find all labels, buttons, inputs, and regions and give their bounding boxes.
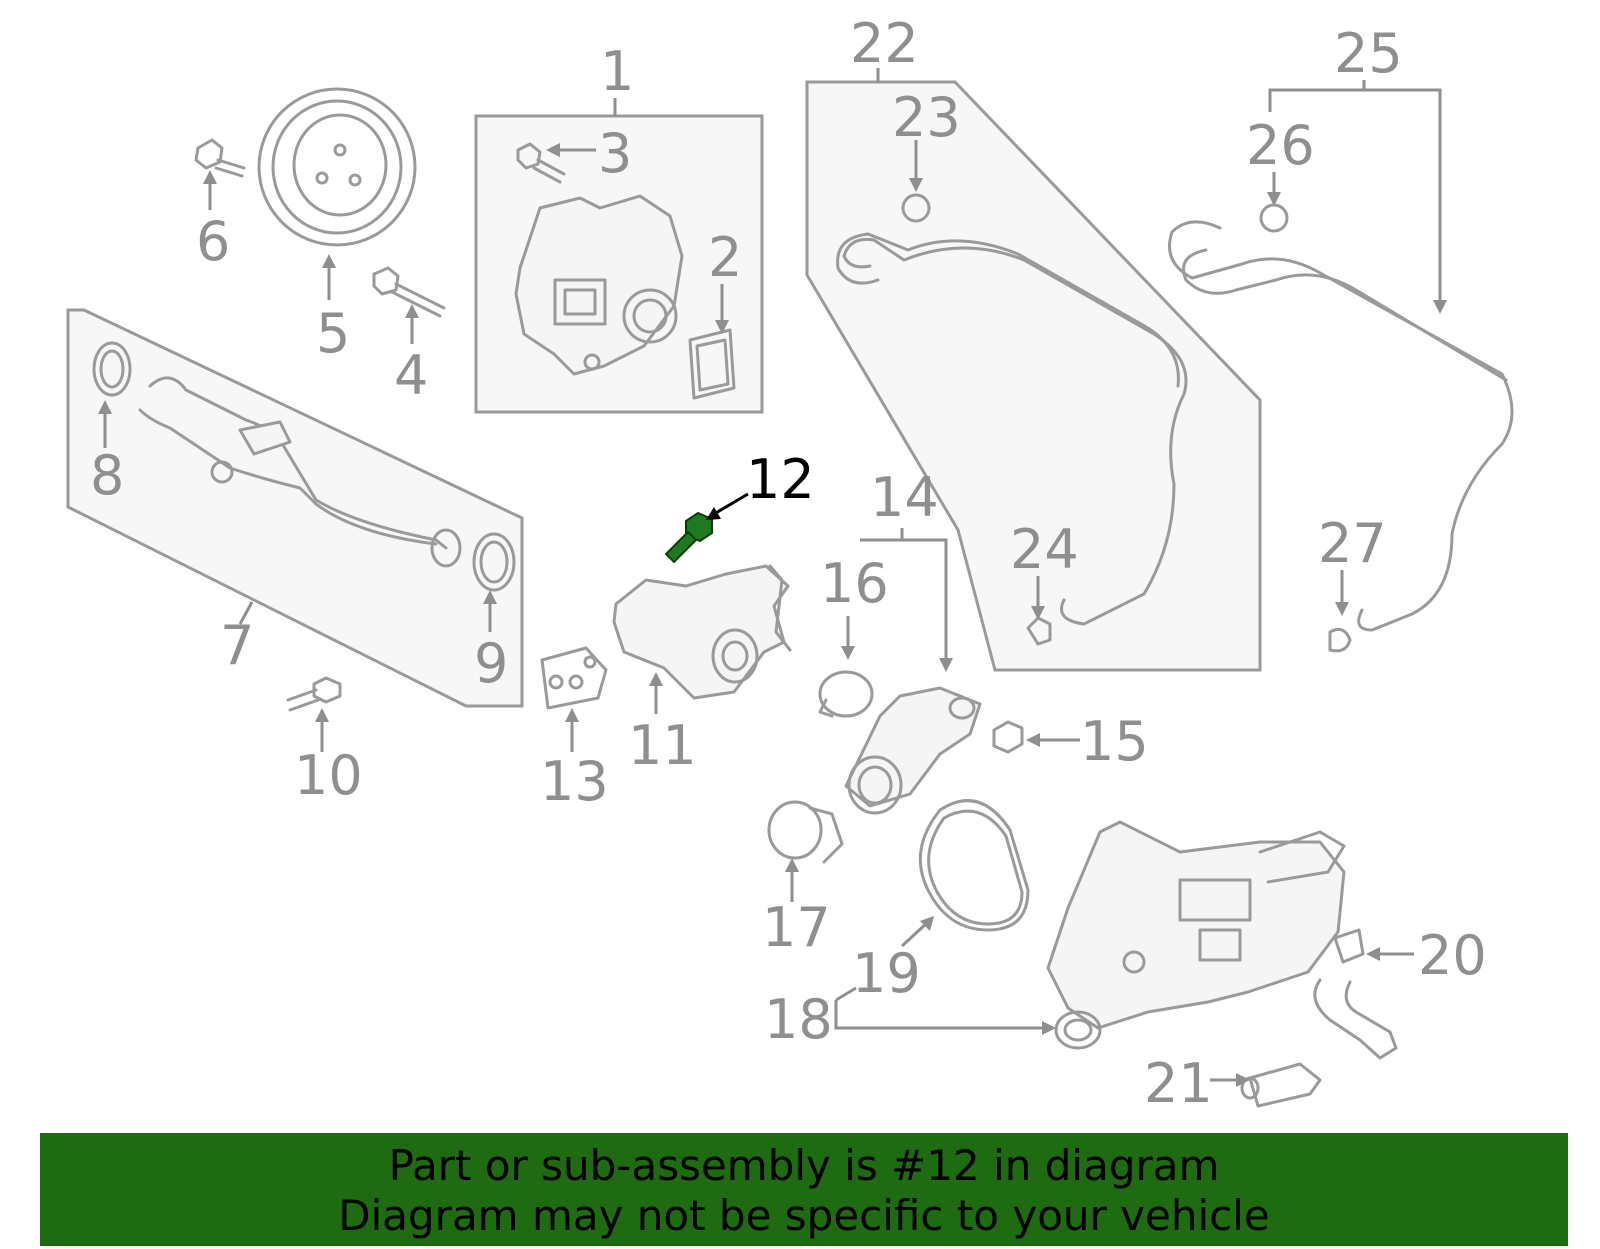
callout-5: 5 bbox=[316, 302, 350, 365]
callout-11: 11 bbox=[628, 714, 697, 777]
callout-23: 23 bbox=[892, 86, 961, 149]
sensor-21 bbox=[1240, 1062, 1322, 1108]
callout-24: 24 bbox=[1010, 518, 1079, 581]
callout-21: 21 bbox=[1144, 1052, 1213, 1115]
banner-line-1: Part or sub-assembly is #12 in diagram bbox=[388, 1141, 1220, 1190]
callout-15: 15 bbox=[1080, 710, 1149, 773]
callout-8: 8 bbox=[90, 444, 124, 507]
bolt-3 bbox=[516, 142, 566, 184]
o-ring-8-inner bbox=[99, 349, 125, 389]
thermostat-housing bbox=[612, 564, 792, 700]
callout-16: 16 bbox=[820, 552, 889, 615]
hose-25 bbox=[1168, 203, 1514, 653]
callout-1: 1 bbox=[600, 40, 634, 103]
clamp-16 bbox=[818, 670, 874, 718]
callout-10: 10 bbox=[294, 744, 363, 807]
bolt-12-highlighted[interactable] bbox=[664, 511, 713, 564]
clamp-17 bbox=[767, 800, 844, 864]
callout-26: 26 bbox=[1246, 114, 1315, 177]
callout-4: 4 bbox=[394, 344, 428, 407]
water-pipe bbox=[138, 376, 462, 568]
callout-14: 14 bbox=[870, 466, 939, 529]
leader-lines bbox=[98, 68, 1447, 1087]
group-box-7 bbox=[66, 308, 524, 708]
gasket-2 bbox=[688, 328, 736, 400]
nut-15 bbox=[992, 720, 1024, 754]
callout-27: 27 bbox=[1318, 512, 1387, 575]
callout-6: 6 bbox=[196, 210, 230, 273]
callout-19: 19 bbox=[852, 942, 921, 1005]
callout-20: 20 bbox=[1418, 924, 1487, 987]
callout-25: 25 bbox=[1334, 22, 1403, 85]
water-pump bbox=[514, 194, 684, 376]
callout-17: 17 bbox=[762, 896, 831, 959]
callout-13: 13 bbox=[540, 750, 609, 813]
hose-22 bbox=[836, 193, 1188, 646]
o-ring-9-inner bbox=[479, 540, 509, 584]
info-banner: Part or sub-assembly is #12 in diagram D… bbox=[40, 1133, 1568, 1246]
bolt-6 bbox=[194, 138, 246, 178]
pulley bbox=[257, 87, 417, 247]
o-ring-9 bbox=[472, 532, 516, 592]
callout-9: 9 bbox=[474, 632, 508, 695]
callout-12: 12 bbox=[746, 448, 815, 511]
callout-18: 18 bbox=[764, 988, 833, 1051]
gasket-19 bbox=[918, 799, 1030, 932]
bracket-20 bbox=[1313, 928, 1398, 1060]
callout-3: 3 bbox=[598, 122, 632, 185]
bolt-4 bbox=[372, 266, 446, 318]
water-outlet-14 bbox=[844, 686, 982, 815]
group-box-22 bbox=[805, 80, 1262, 672]
thermostat-assembly-18 bbox=[1046, 820, 1346, 1050]
callout-7: 7 bbox=[220, 614, 254, 677]
o-ring-8 bbox=[92, 341, 132, 397]
banner-line-2: Diagram may not be specific to your vehi… bbox=[338, 1191, 1270, 1240]
bolt-10 bbox=[286, 676, 342, 712]
callout-2: 2 bbox=[708, 226, 742, 289]
callout-22: 22 bbox=[850, 12, 919, 75]
gasket-13 bbox=[540, 646, 608, 710]
